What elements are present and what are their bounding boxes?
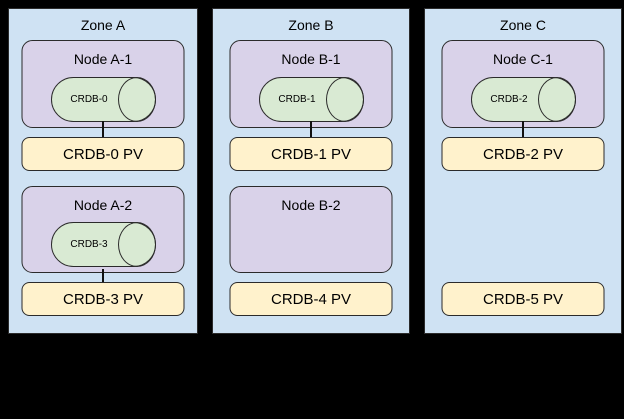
node-label: Node A-1 (73, 51, 133, 67)
cylinder-end-cap (325, 77, 364, 122)
pv-box: CRDB-4 PV (229, 282, 393, 316)
zone-title: Zone C (500, 17, 546, 33)
pod-label: CRDB-2 (490, 94, 528, 105)
pv-box: CRDB-2 PV (441, 137, 605, 171)
pv-connector-line (102, 121, 104, 138)
pv-box: CRDB-0 PV (21, 137, 185, 171)
node-label: Node C-1 (493, 51, 553, 67)
cylinder-end-cap (537, 77, 576, 122)
node-box-b2: Node B-2 (229, 186, 393, 273)
crdb-pod-cylinder: CRDB-0 (50, 77, 156, 122)
pv-box: CRDB-3 PV (21, 282, 185, 316)
zone-title: Zone A (80, 17, 126, 33)
pod-label: CRDB-0 (70, 94, 108, 105)
crdb-pod-cylinder: CRDB-3 (50, 222, 156, 267)
pod-label: CRDB-1 (278, 94, 316, 105)
pv-connector-line (522, 121, 524, 138)
node-label: Node A-2 (73, 197, 133, 213)
pod-label: CRDB-3 (70, 239, 108, 250)
pv-label: CRDB-5 PV (482, 290, 564, 308)
crdb-pod-cylinder: CRDB-1 (258, 77, 364, 122)
node-box-a1: Node A-1 CRDB-0 (21, 40, 185, 128)
node-label: Node B-2 (281, 197, 341, 213)
pv-box: CRDB-1 PV (229, 137, 393, 171)
pv-connector-line (310, 121, 312, 138)
pv-label: CRDB-3 PV (62, 290, 144, 308)
cylinder-end-cap (117, 77, 156, 122)
crdb-pod-cylinder: CRDB-2 (470, 77, 576, 122)
pv-label: CRDB-1 PV (270, 145, 352, 163)
pv-label: CRDB-2 PV (482, 145, 564, 163)
zone-c-panel: Zone C Node C-1 CRDB-2 CRDB-2 PV CRDB-5 … (424, 8, 622, 334)
node-box-a2: Node A-2 CRDB-3 (21, 186, 185, 273)
pv-label: CRDB-0 PV (62, 145, 144, 163)
pv-connector-line (102, 269, 104, 283)
zone-b-panel: Zone B Node B-1 CRDB-1 CRDB-1 PV Node B-… (212, 8, 410, 334)
zone-a-panel: Zone A Node A-1 CRDB-0 CRDB-0 PV Node A-… (8, 8, 198, 334)
cylinder-end-cap (117, 222, 156, 267)
node-box-c1: Node C-1 CRDB-2 (441, 40, 605, 128)
pv-label: CRDB-4 PV (270, 290, 352, 308)
zone-title: Zone B (288, 17, 334, 33)
node-box-b1: Node B-1 CRDB-1 (229, 40, 393, 128)
pv-box: CRDB-5 PV (441, 282, 605, 316)
node-label: Node B-1 (281, 51, 341, 67)
